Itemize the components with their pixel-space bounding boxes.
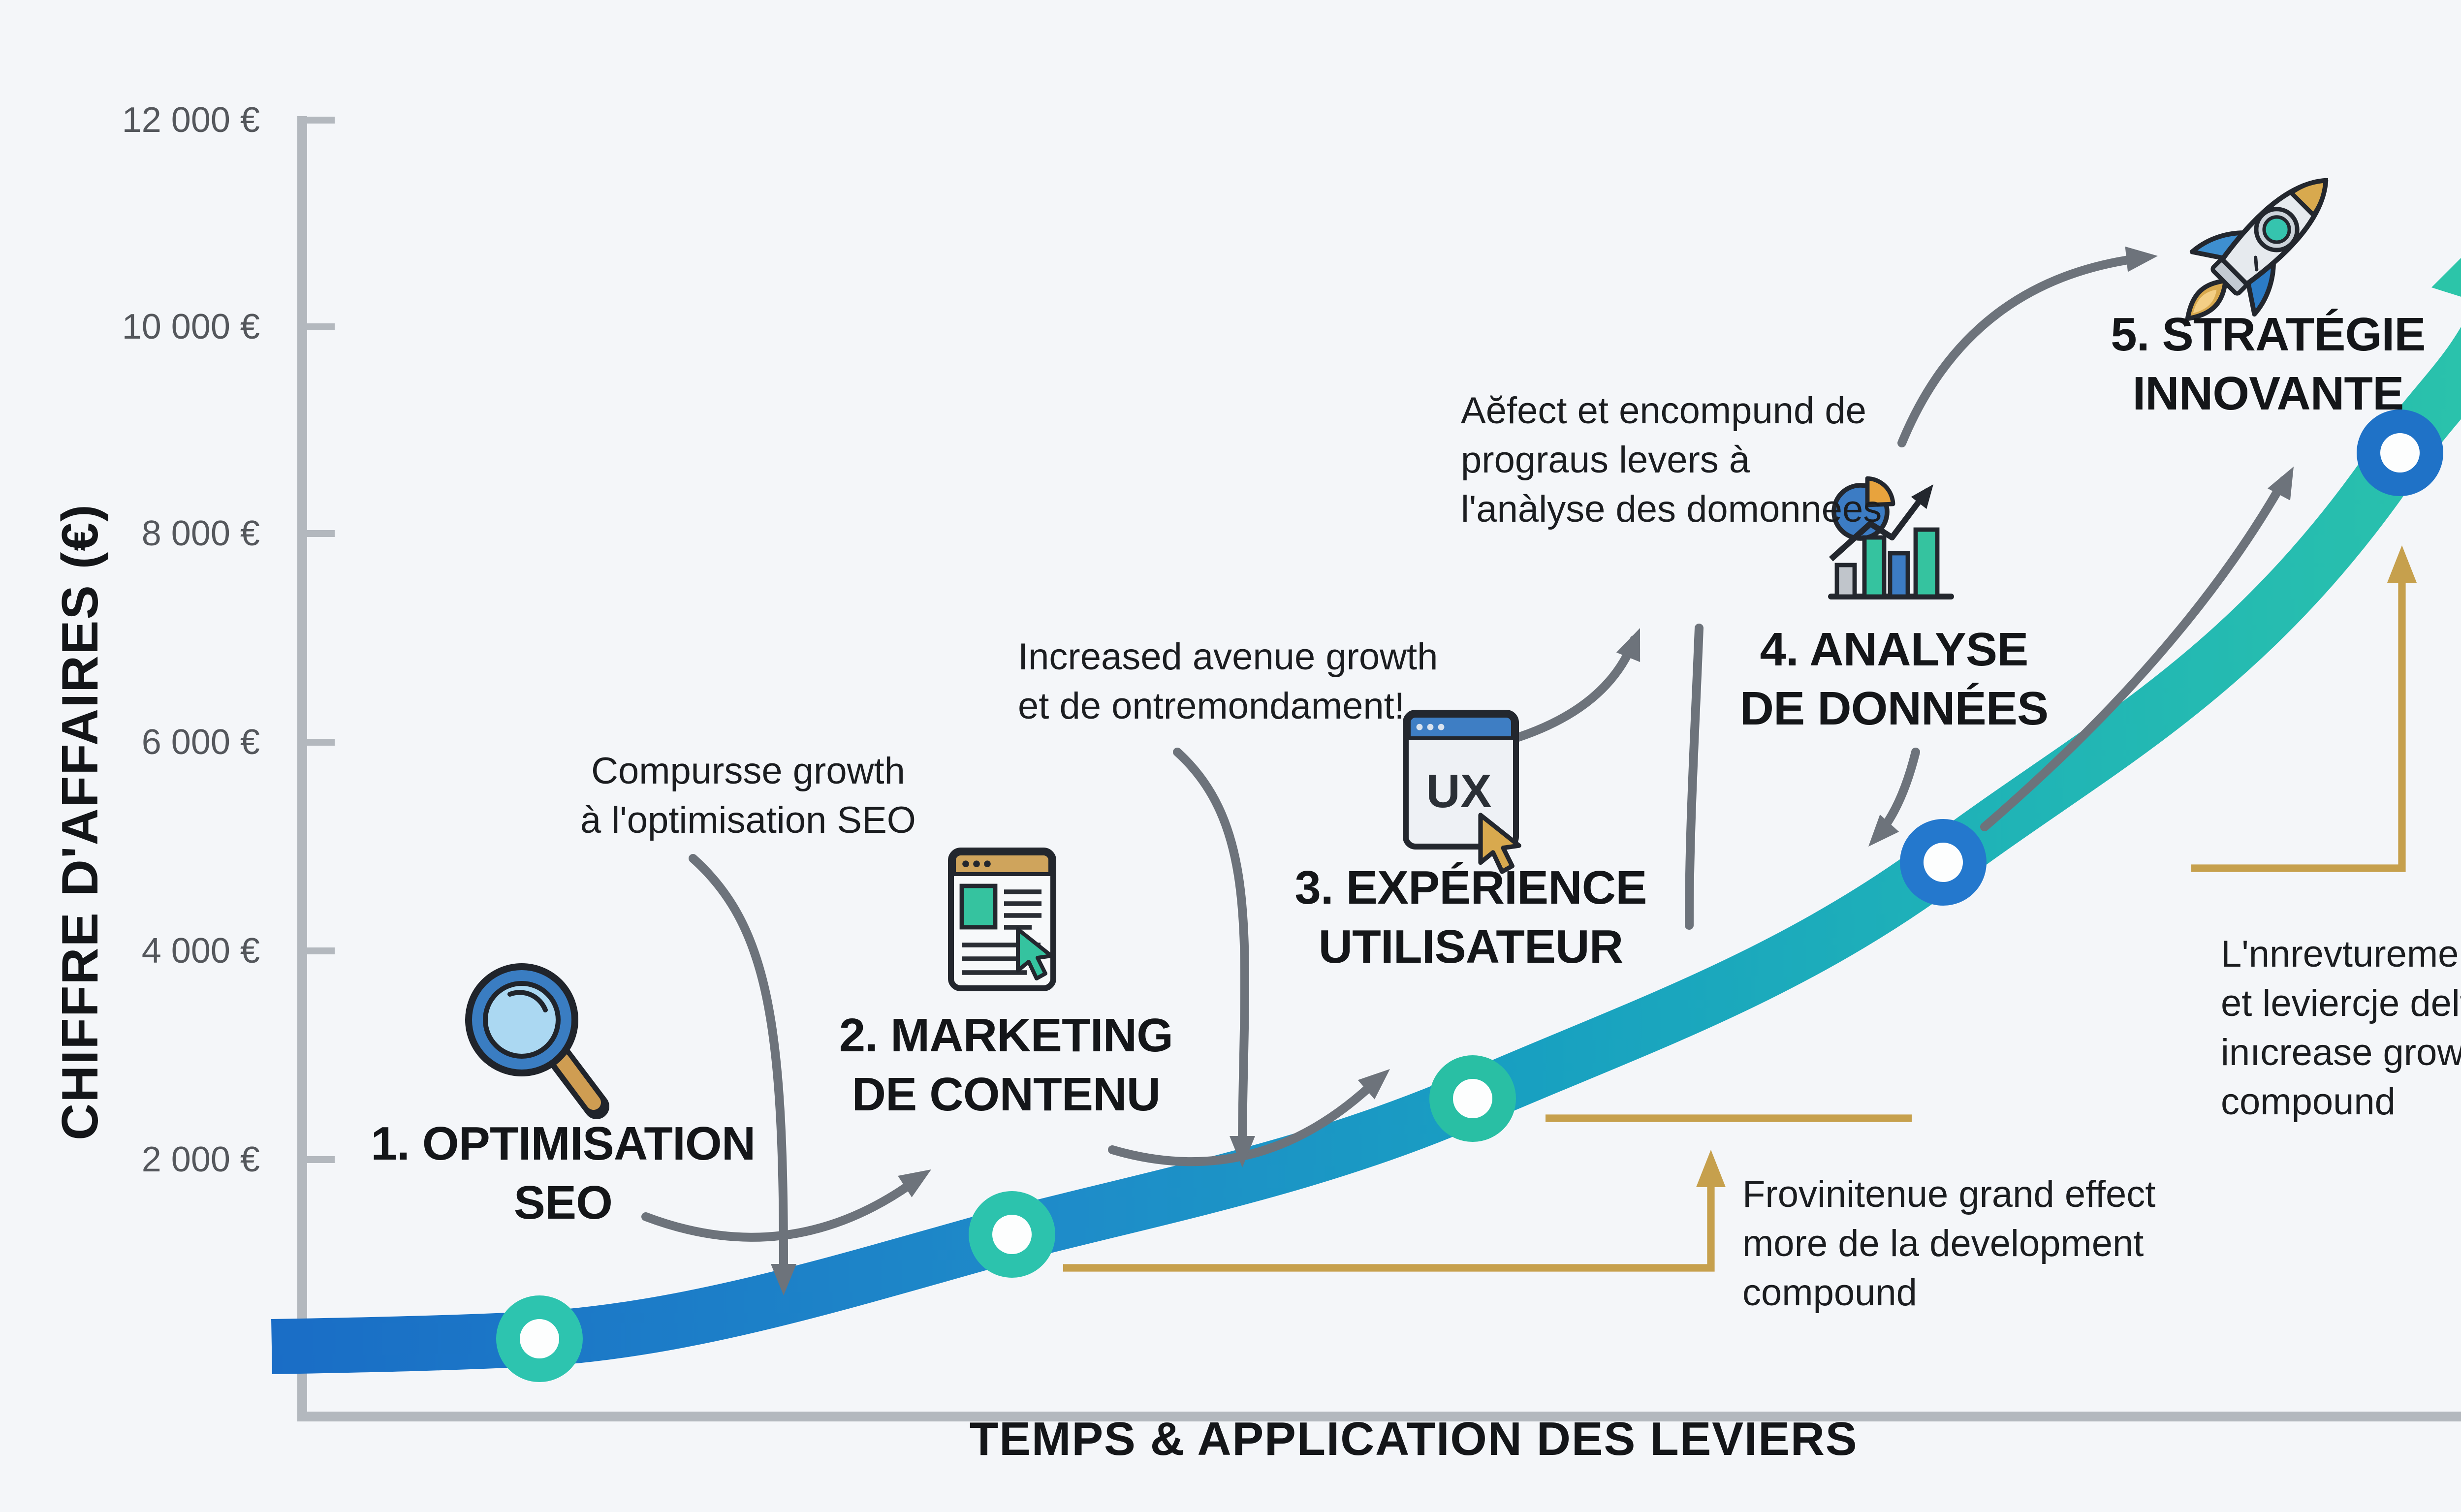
milestone-dot-4 [1900,819,1987,906]
step-3-line-2: UTILISATEUR [1318,921,1624,975]
step-5-line-2: INNOVANTE [2132,368,2404,421]
ux-icon-label: UX [1426,765,1491,818]
gold-arrow-dot2-up [1063,1183,1715,1272]
step-4-line-2: DE DONNÉES [1739,683,2049,736]
annotation-4-line-4: compound [2221,1083,2396,1124]
annotation-4-line-1: L'nnrevturement acotuate [2221,935,2461,976]
annotation-2-line-1: Increased avenue growth [1018,638,1438,679]
annotation-4-line-2: et leviercje delterent [2221,984,2461,1026]
annotation-1-line-1: Compursse growth [591,752,905,793]
annotation-3-line-2: prograus levers à [1461,441,1750,482]
connector-annotation2-down [1173,748,1250,1142]
annotation-3-line-3: l'anàlyse des domonnees [1461,490,1882,532]
connector-step4-to-rocket [1897,253,2146,447]
annotation-5-line-2: more de la development [1742,1225,2144,1266]
gold-arrow-dot5-up [2191,581,2406,872]
y-tick-2000: 2 000 € [141,1140,260,1179]
annotation-4-line-3: inıcrease growth [2221,1034,2461,1075]
connector-annotation3-down [1685,624,1704,930]
step-1-line-1: 1. OPTIMISATION [371,1118,756,1171]
step-1-line-2: SEO [513,1177,613,1230]
milestone-dot-2 [969,1191,1055,1278]
annotation-seo-growth: Compursse growth à l'optimisation SEO [413,748,1083,847]
annotation-5-line-3: compound [1742,1274,1917,1315]
y-axis-ticks [301,117,335,1163]
step-3-label: 3. EXPÉRIENCE UTILISATEUR [1195,860,1746,978]
milestone-dot-5 [2357,410,2443,496]
connector-step1-to-dot2 [641,1175,922,1242]
annotation-2-line-2: et de ontremondament! [1018,687,1405,728]
step-5-label: 5. STRATÉGIE INNOVANTE [1992,307,2461,425]
rocket-icon [2184,178,2329,322]
annotation-1-line-2: à l'optimisation SEO [580,801,916,843]
content-page-icon [948,848,1056,991]
y-tick-10000: 10 000 € [122,307,260,346]
gray-connectors [641,253,2288,1268]
magnifier-icon [465,963,609,1119]
y-axis-line [297,116,335,1419]
y-axis-title: CHIFFRE D'AFFAIRES (€) [50,504,109,1140]
milestone-dot-3 [1429,1055,1516,1142]
step-2-label: 2. MARKETING DE CONTENU [730,1008,1282,1126]
step-1-label: 1. OPTIMISATION SEO [287,1116,839,1234]
annotation-5-line-1: Frovinitenue grand effect [1742,1175,2156,1217]
ux-window-icon: UX [1403,710,1521,874]
connector-step2-to-dot3 [1108,1074,1383,1166]
data-chart-icon [1828,476,1954,599]
step-4-line-1: 4. ANALYSE [1760,624,2028,677]
gold-connectors [1063,581,2406,1272]
milestone-dots [496,410,2443,1382]
step-2-line-2: DE CONTENU [852,1069,1161,1122]
gold-arrowheads [1696,545,2417,1187]
annotation-data-levers: Aĕfect et encompund de prograus levers à… [1461,388,1882,536]
connector-annotation1-down [689,854,788,1268]
annotation-increased-growth: Increased avenue growth et de ontremonda… [1018,634,1438,732]
y-tick-4000: 4 000 € [141,931,260,971]
milestone-dot-1 [496,1295,583,1382]
gray-arrowheads [771,246,2294,1295]
annotation-compound-bottom: Frovinitenue grand effect more de la dev… [1742,1171,2155,1319]
step-3-line-1: 3. EXPÉRIENCE [1294,862,1647,915]
step-4-label: 4. ANALYSE DE DONNÉES [1618,622,2170,740]
y-tick-12000: 12 000 € [122,100,260,140]
x-axis-title: TEMPS & APPLICATION DES LEVIERS [969,1414,1858,1467]
y-tick-8000: 8 000 € [141,514,260,553]
step-5-line-1: 5. STRATÉGIE [2111,309,2426,362]
annotation-3-line-1: Aĕfect et encompund de [1461,392,1866,433]
y-tick-6000: 6 000 € [141,723,260,762]
connector-step3-to-annotation3 [1498,635,1639,747]
step-2-line-1: 2. MARKETING [839,1010,1173,1063]
growth-curve-arrowhead [2431,258,2461,297]
annotation-compound-right: L'nnrevturement acotuate et leviercje de… [2221,931,2461,1128]
connector-dot4-to-dot5 [1980,476,2288,831]
